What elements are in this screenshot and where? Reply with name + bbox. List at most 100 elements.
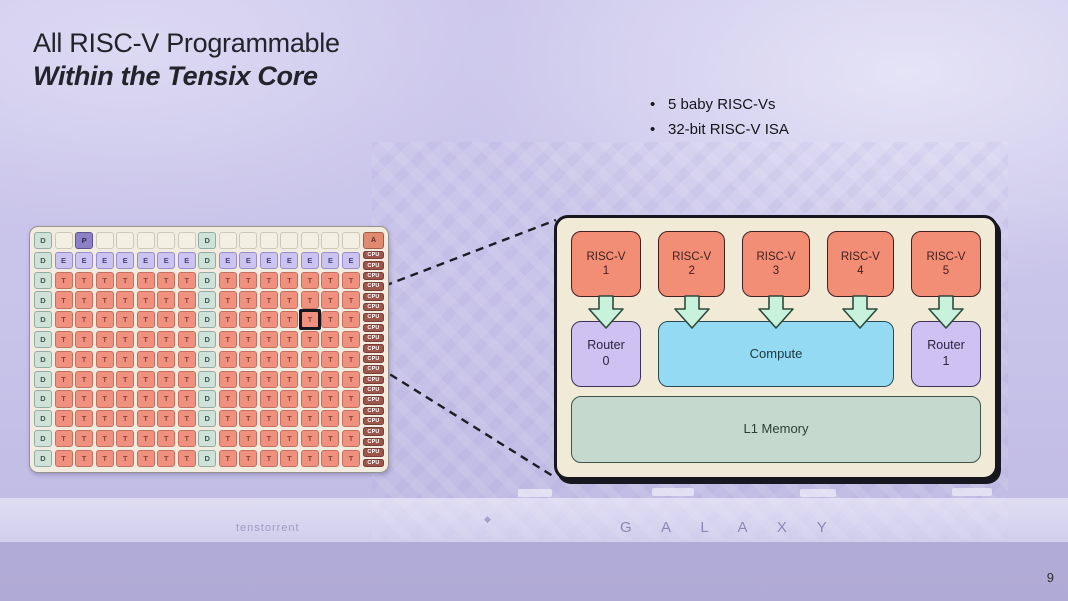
down-arrow-icon [588, 295, 624, 329]
grid-cell-tensix: T [75, 449, 94, 467]
grid-cell-tensix: T [259, 350, 278, 369]
grid-cell-tensix: T [280, 330, 299, 349]
grid-cell-cpu: CPU [363, 365, 384, 374]
grid-cell-tensix: T [136, 311, 155, 329]
tenstorrent-watermark: tenstorrent [236, 522, 300, 534]
grid-cell-tensix: T [95, 410, 114, 428]
grid-cell-eth: E [116, 251, 135, 270]
server-slot-shape [518, 489, 552, 497]
grid-cell-tensix: T [300, 370, 319, 388]
grid-cell-dram: D [198, 350, 217, 369]
grid-cell-tensix: T [157, 291, 176, 309]
grid-cell-cpu: CPU [363, 458, 384, 467]
grid-cell-blank [321, 232, 340, 250]
diamond-logo-icon: ◆ [484, 514, 491, 524]
grid-cell-dram: D [198, 449, 217, 467]
grid-cell-eth: E [54, 251, 73, 270]
grid-cell-cpu: CPU [363, 354, 384, 364]
grid-cell-eth: E [239, 251, 258, 270]
grid-cell-tensix: T [177, 370, 196, 388]
grid-cell-tensix: T [218, 390, 237, 408]
grid-cell-tensix: T [177, 410, 196, 428]
grid-cell-tensix: T [321, 449, 340, 467]
grid-cell-tensix: T [341, 390, 360, 408]
grid-cell-blank [157, 232, 176, 250]
riscv-core-number: 1 [602, 265, 610, 277]
router0-number: 0 [602, 354, 610, 368]
grid-cell-blank [54, 232, 73, 250]
grid-cell-tensix: T [218, 330, 237, 349]
grid-cell-cpu: CPU [363, 323, 384, 332]
grid-cell-tensix: T [259, 370, 278, 388]
tensix-core-detail-panel: Router 0 Compute Router 1 L1 Memory RISC… [554, 215, 998, 480]
grid-cell-tensix: T [280, 271, 299, 289]
riscv-core-number: 4 [857, 265, 864, 277]
grid-cell-tensix: T [321, 311, 340, 329]
grid-cell-tensix: T [218, 429, 237, 448]
grid-cell-tensix: T [218, 350, 237, 369]
grid-cell-tensix: T [54, 271, 73, 289]
grid-cell-tensix: T [54, 311, 73, 329]
grid-cell-eth: E [157, 251, 176, 270]
grid-cell-tensix: T [116, 410, 135, 428]
grid-cell-tensix: T [280, 390, 299, 408]
grid-cell-dram: D [34, 370, 53, 388]
grid-cell-tensix: T [75, 271, 94, 289]
server-slot-shape [800, 489, 836, 497]
grid-cell-tensix: T [177, 311, 196, 329]
grid-cell-tensix: T [95, 390, 114, 408]
grid-cell-dram: D [34, 291, 53, 309]
grid-cell-tensix: T [116, 370, 135, 388]
grid-cell-tensix: T [177, 429, 196, 448]
grid-cell-tensix: T [341, 271, 360, 289]
riscv-core-number: 5 [942, 265, 950, 277]
grid-cell-tensix: T [280, 370, 299, 388]
grid-cell-blank [259, 232, 278, 250]
grid-cell-cpu: CPU [363, 437, 384, 447]
grid-cell-eth: E [259, 251, 278, 270]
grid-cell-tensix: T [300, 390, 319, 408]
grid-cell-eth: E [75, 251, 94, 270]
l1-memory-box: L1 Memory [571, 396, 981, 463]
grid-cell-tensix: T [300, 350, 319, 369]
title-block: All RISC-V Programmable Within the Tensi… [33, 28, 340, 92]
grid-cell-cpu: CPU [363, 334, 384, 343]
grid-cell-eth: E [95, 251, 114, 270]
page-number: 9 [1046, 570, 1054, 585]
grid-cell-tensix: T [95, 311, 114, 329]
grid-cell-tensix: T [321, 390, 340, 408]
grid-cell-tensix: T [54, 291, 73, 309]
grid-cell-tensix: T [280, 291, 299, 309]
bullet-list: 5 baby RISC-Vs32-bit RISC-V ISA [648, 92, 789, 142]
grid-cell-tensix: T [136, 410, 155, 428]
grid-cell-tensix: T [116, 311, 135, 329]
grid-cell-dram: D [198, 291, 217, 309]
grid-cell-tensix: T [157, 311, 176, 329]
background-dark-band [0, 542, 1068, 601]
l1-memory-label: L1 Memory [743, 421, 809, 437]
grid-cell-cpu: CPU [363, 427, 384, 436]
grid-cell-dram: D [34, 429, 53, 448]
router1-box: Router 1 [911, 321, 981, 387]
grid-cell-tensix: T [177, 350, 196, 369]
grid-cell-tensix: T [280, 429, 299, 448]
grid-cell-tensix: T [136, 449, 155, 467]
grid-cell-tensix: T [116, 449, 135, 467]
grid-cell-eth: E [218, 251, 237, 270]
down-arrow-icon [928, 295, 964, 329]
grid-cell-tensix: T [75, 429, 94, 448]
grid-cell-tensix: T [239, 429, 258, 448]
grid-cell-blank [280, 232, 299, 250]
grid-cell-cpu: CPU [363, 406, 384, 415]
grid-cell-tensix: T [280, 410, 299, 428]
grid-cell-tensix: T [300, 330, 319, 349]
page-title-line1: All RISC-V Programmable [33, 28, 340, 58]
grid-cell-tensix: T [116, 271, 135, 289]
grid-cell-tensix: T [218, 449, 237, 467]
grid-cell-tensix: T [280, 449, 299, 467]
grid-cell-cpu: CPU [363, 385, 384, 395]
grid-cell-eth: E [177, 251, 196, 270]
grid-cell-tensix: T [239, 271, 258, 289]
router0-box: Router 0 [571, 321, 641, 387]
